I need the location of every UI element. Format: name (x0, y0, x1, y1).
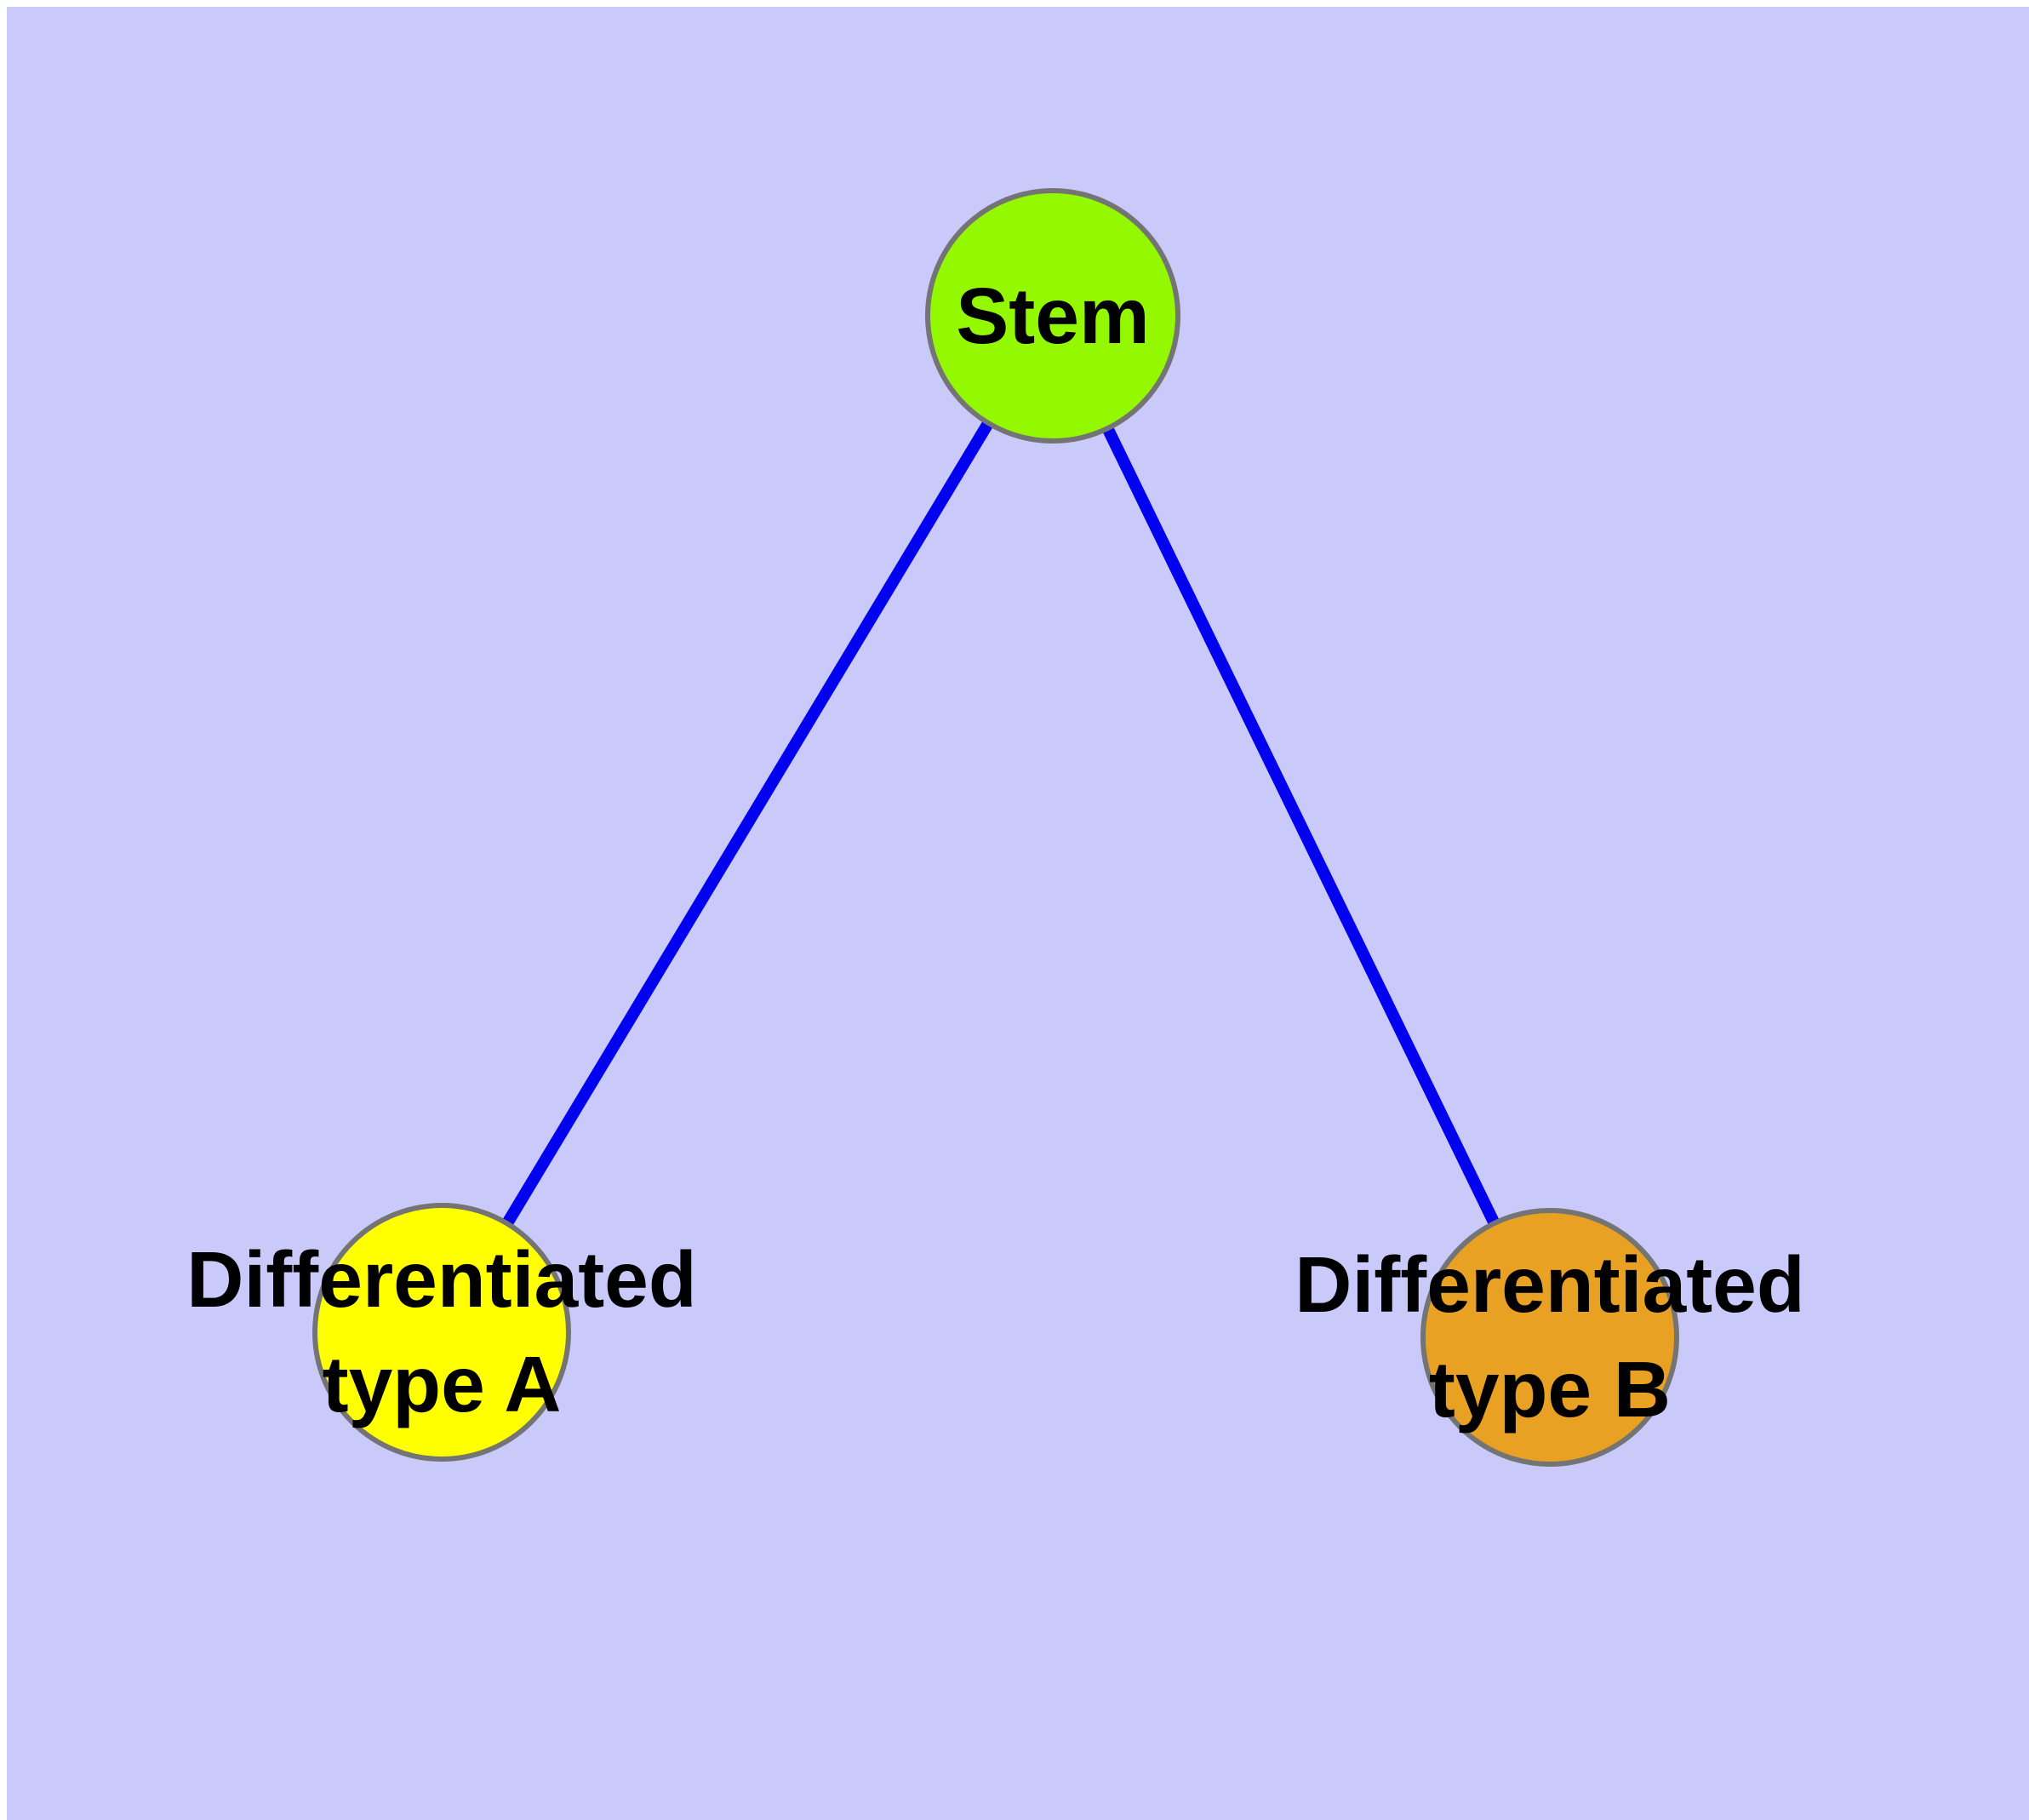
node-differentiated-type-a: Differentiated type A (186, 1203, 697, 1462)
edge-stem-to-diff-a (437, 312, 1058, 1336)
node-stem: Stem (925, 188, 1180, 444)
node-stem-label: Stem (956, 271, 1150, 360)
edge-stem-to-diff-b (1047, 312, 1556, 1341)
node-differentiated-type-b-label-line1: Differentiated (1295, 1240, 1805, 1330)
node-differentiated-type-a-label-line1: Differentiated (186, 1235, 697, 1325)
node-differentiated-type-b: Differentiated type B (1295, 1208, 1805, 1467)
node-differentiated-type-a-label-line2: type A (322, 1340, 562, 1428)
node-differentiated-type-b-label-line2: type B (1428, 1345, 1672, 1434)
